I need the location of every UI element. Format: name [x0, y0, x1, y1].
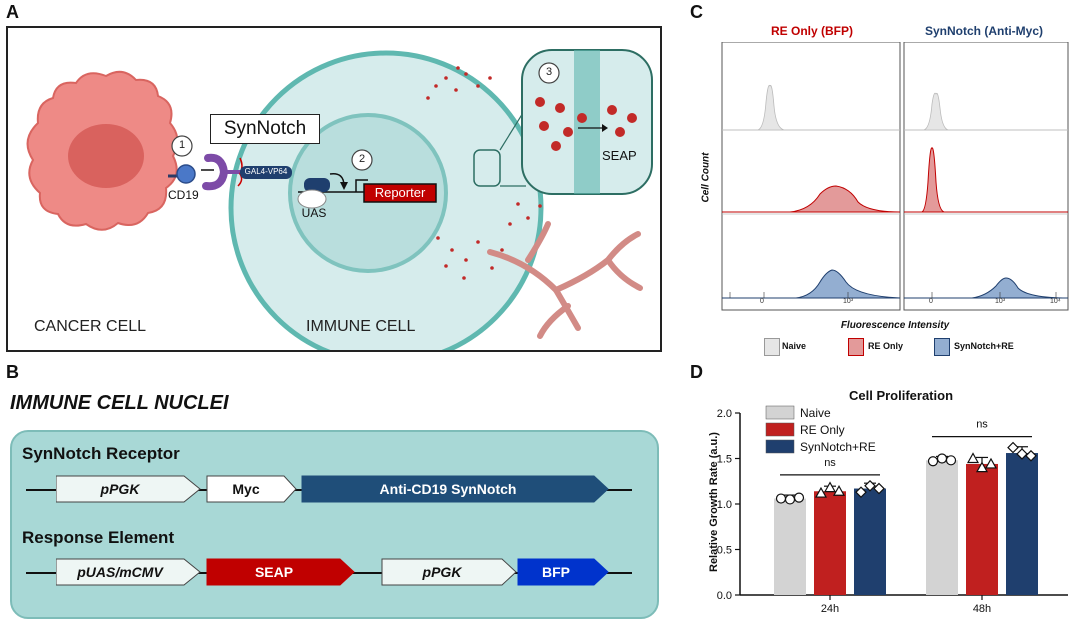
legend-label-synnotch: SynNotch+RE: [954, 341, 1014, 351]
significance-label: ns: [976, 419, 988, 431]
legend-swatch-synnotch: [934, 338, 950, 356]
panel-label-a: A: [6, 2, 19, 22]
data-point: [832, 485, 846, 496]
data-point: [945, 455, 957, 466]
data-point: [984, 457, 998, 469]
data-point: [975, 461, 989, 473]
proliferation-chart-svg: 0.0 0.5 1.0 1.5 2.0 24h ns 48h ns Naive RE OnlySyn…: [717, 405, 1068, 615]
flow-ylabel: Cell Count: [700, 152, 712, 203]
hist-synnotch-col1: [722, 269, 901, 299]
flow-histograms-svg: [721, 42, 1069, 311]
panel-label-d: D: [690, 362, 703, 382]
hist-re-only-col1: [722, 185, 901, 213]
y-tick-label: 0.0: [717, 590, 732, 602]
flow-col2-title: SynNotch (Anti-Myc): [925, 24, 1043, 38]
seap-label: SEAP: [602, 148, 637, 163]
data-point: [966, 452, 980, 464]
bar-synnotch-re-24h: [854, 488, 886, 595]
y-tick-label: 0.5: [717, 545, 732, 557]
ppgk-promoter-2: pPGK: [422, 564, 462, 580]
data-point: [1016, 448, 1028, 460]
tick-0-col1: 0: [760, 298, 764, 305]
cd19-label: CD19: [168, 188, 199, 202]
synnotch-label-box: SynNotch: [210, 114, 320, 144]
bar-naive-24h: [774, 498, 806, 595]
data-point: [775, 493, 787, 504]
legend-label-re-only: RE Only: [800, 423, 845, 437]
legend-label-re-only: RE Only: [868, 341, 904, 351]
tick-0-col2: 0: [929, 298, 933, 305]
data-point: [1025, 449, 1037, 462]
data-point: [823, 481, 837, 493]
blood-vessel: [487, 221, 643, 339]
significance-label: ns: [824, 457, 836, 469]
data-point: [927, 456, 939, 467]
data-point: [784, 494, 796, 505]
step-1-number: 1: [178, 139, 186, 151]
data-point: [1007, 441, 1019, 454]
nuclei-constructs-box: SynNotch Receptor pPGK Myc Anti-CD19 Syn…: [10, 430, 659, 619]
puas-mcmv-promoter: pUAS/mCMV: [77, 564, 163, 580]
flow-col1-title: RE Only (BFP): [770, 24, 853, 38]
legend-swatch-synnotch-re: [765, 439, 795, 454]
y-tick-label: 1.5: [717, 454, 732, 466]
panel-label-c: C: [690, 2, 703, 22]
bar-synnotch-re-48h: [1006, 453, 1038, 595]
panel-b-title: IMMUNE CELL NUCLEI: [10, 392, 229, 414]
data-point: [936, 453, 948, 464]
schematic-svg: [26, 49, 653, 350]
uas-label: UAS: [301, 206, 327, 220]
bar-re-only-24h: [814, 491, 846, 595]
immune-cell-label: IMMUNE CELL: [306, 318, 416, 335]
ppgk-promoter-1: pPGK: [100, 481, 140, 497]
tick-1e3-col2: 10³: [995, 298, 1006, 305]
legend-swatch-naive: [764, 338, 780, 356]
cancer-cell: [26, 70, 179, 231]
legend-swatch-re-only: [765, 422, 795, 437]
receptor-title: SynNotch Receptor: [22, 444, 180, 463]
cancer-cell-label: CANCER CELL: [34, 318, 147, 335]
receptor-construct-svg: [56, 475, 609, 503]
response-title: Response Element: [22, 528, 175, 547]
data-point: [864, 479, 876, 492]
myc-tag: Myc: [232, 481, 260, 497]
legend-swatch-naive: [765, 405, 795, 420]
x-tick-label: 48h: [973, 603, 991, 615]
tick-1e4-col2: 10⁴: [1050, 298, 1061, 305]
hist-naive-col1: [722, 84, 900, 131]
data-point: [873, 482, 885, 495]
legend-label-naive: Naive: [782, 341, 807, 351]
data-point: [793, 492, 805, 503]
x-tick-label: 24h: [821, 603, 839, 615]
panel-label-b: B: [6, 362, 19, 382]
step-3-number: 3: [545, 66, 553, 78]
y-tick-label: 1.0: [717, 499, 732, 511]
hist-naive-col2: [904, 92, 1068, 131]
reporter-label: Reporter: [374, 185, 426, 200]
seap-gene: SEAP: [254, 564, 294, 580]
cd19-antigen: [176, 164, 196, 184]
hist-re-only-col2: [904, 147, 1068, 213]
gal4-label: GAL4-VP64: [244, 167, 288, 176]
chart-title: Cell Proliferation: [848, 388, 954, 403]
bar-naive-48h: [926, 460, 958, 595]
legend-label-naive: Naive: [800, 406, 831, 420]
bfp-gene: BFP: [542, 564, 570, 580]
schematic-panel-a: SynNotch GAL4-VP64 Reporter UAS CD19 SEA…: [6, 26, 662, 352]
flow-xlabel: Fluorescence Intensity: [840, 320, 950, 331]
response-construct-svg: [56, 558, 609, 586]
anti-cd19-synnotch: Anti-CD19 SynNotch: [379, 481, 517, 497]
legend-swatch-re-only: [848, 338, 864, 356]
data-point: [855, 486, 867, 499]
bar-re-only-48h: [966, 463, 998, 595]
tick-1e3-col1: 10³: [843, 298, 854, 305]
hist-synnotch-col2: [904, 277, 1069, 299]
data-point: [814, 486, 828, 498]
y-tick-label: 2.0: [717, 408, 732, 420]
synnotch-receptor: [202, 153, 229, 191]
legend-label-synnotch-re: SynNotch+RE: [800, 440, 876, 454]
step-2-number: 2: [358, 153, 366, 165]
